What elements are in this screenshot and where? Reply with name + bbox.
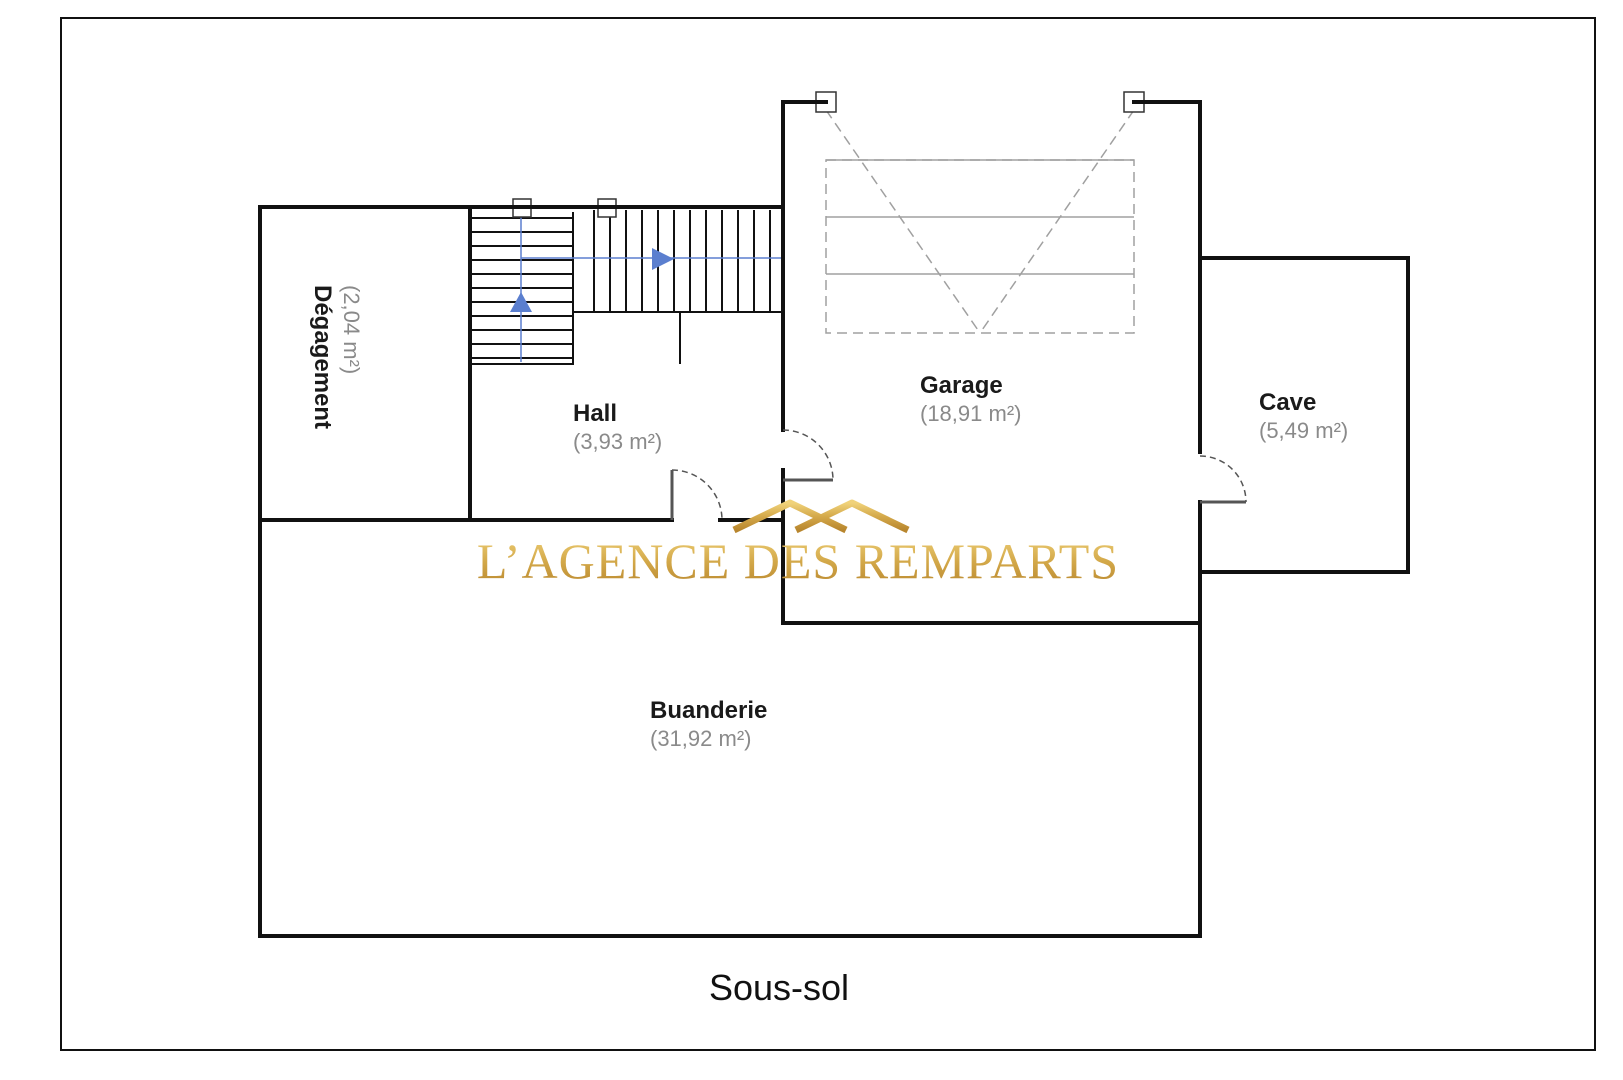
level-title: Sous-sol: [709, 967, 849, 1008]
room-name-buanderie: Buanderie: [650, 697, 767, 724]
roof-icon: [732, 499, 910, 534]
room-name-cave: Cave: [1259, 389, 1316, 416]
room-name: Dégagement: [309, 285, 336, 429]
room-label-degagement: Dégagement (2,04 m²): [309, 285, 364, 429]
room-name-garage: Garage: [920, 372, 1003, 399]
stair-arrow: [510, 198, 783, 362]
walls: [258, 100, 1410, 938]
room-name-hall: Hall: [573, 400, 617, 427]
watermark-text: L’AGENCE DES REMPARTS: [477, 533, 1119, 589]
room-area-hall: (3,93 m²): [573, 429, 662, 454]
room-area-cave: (5,49 m²): [1259, 418, 1348, 443]
room-area: (2,04 m²): [339, 285, 364, 374]
room-area-garage: (18,91 m²): [920, 401, 1021, 426]
garage-door: [815, 91, 1145, 334]
agency-logo: L’AGENCE DES REMPARTS: [477, 499, 1119, 589]
doors: [670, 429, 1247, 521]
plan-frame: [60, 17, 1596, 1051]
room-area-buanderie: (31,92 m²): [650, 726, 751, 751]
